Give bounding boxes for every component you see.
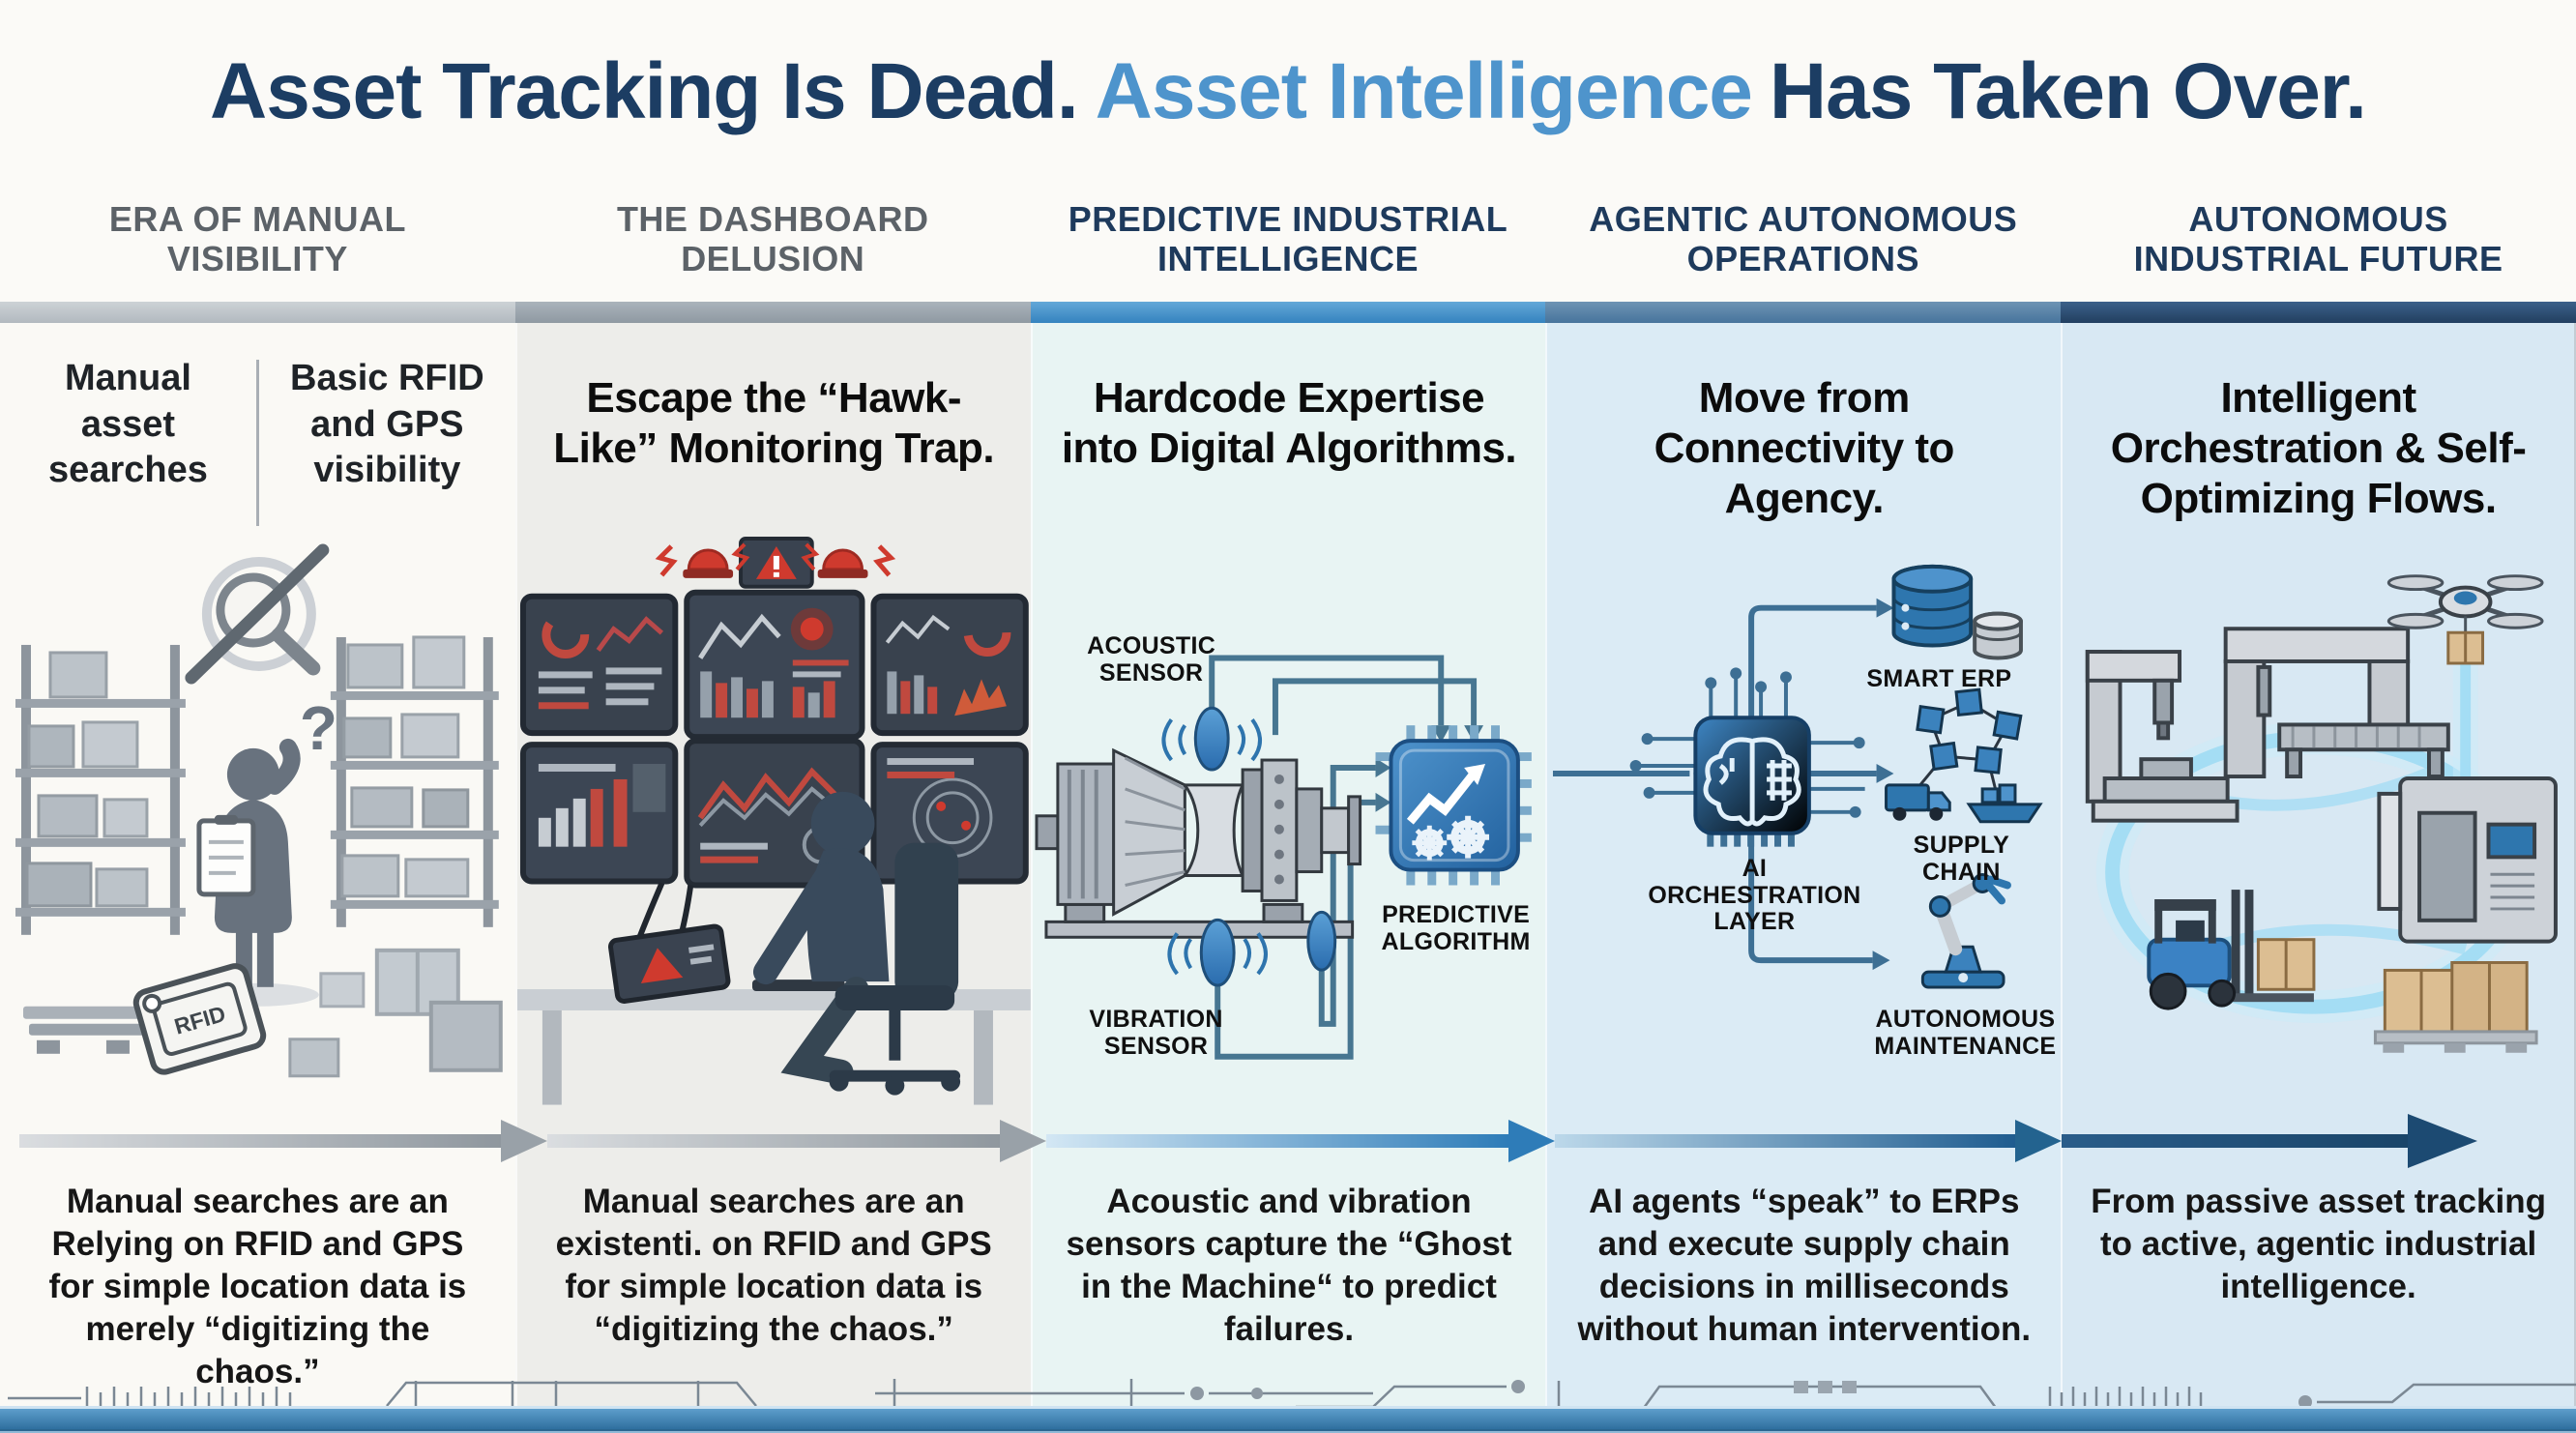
col5-headline: Intelligent Orchestration & Self-Optimiz…: [2110, 374, 2527, 522]
turbine-icon: [1035, 747, 1361, 939]
header-predictive-industrial-intelligence: PREDICTIVE INDUSTRIAL INTELLIGENCE: [1068, 199, 1508, 279]
gantry-conveyor-icon: [2223, 627, 2450, 779]
warehouse-scene: ?: [15, 543, 503, 1078]
arrow-spacer: [0, 1107, 515, 1175]
alarm-sirens-icon: [655, 537, 895, 589]
ai-chip-brain-icon: [1630, 667, 1866, 847]
stage-bar-5: [2061, 302, 2576, 323]
vibration-sensor-icon: [1167, 910, 1336, 987]
orchestration-arrows: [1553, 598, 1894, 971]
column-dashboard-delusion: Escape the “Hawk-Like” Monitoring Trap.: [514, 323, 1031, 1433]
col1-sub-left: Manual asset searches: [48, 358, 208, 490]
cnc-machine-icon: [2377, 776, 2559, 944]
truck-icon: [1885, 783, 1952, 821]
shelf-right-icon: [330, 635, 499, 927]
col4-headline: Move from Connectivity to Agency.: [1654, 374, 1955, 522]
header-era-of-manual-visibility: ERA OF MANUAL VISIBILITY: [108, 199, 406, 279]
acoustic-sensor-label: ACOUSTIC SENSOR: [1087, 632, 1216, 687]
header-dashboard-delusion: THE DASHBOARD DELUSION: [616, 199, 929, 279]
col2-description-text: Manual searches are an existenti. on RFI…: [555, 1183, 992, 1349]
vibration-sensor-label: VIBRATION SENSOR: [1089, 1006, 1223, 1060]
col3-illustration: ACOUSTIC SENSOR VIBRATION SENSOR PREDICT…: [1033, 537, 1546, 1107]
analyst-silhouette-icon: [752, 791, 960, 1096]
col4-illustration: AI ORCHESTRATION LAYER SMART ERP SUPPLY …: [1547, 537, 2061, 1107]
pallet-boxes-icon: [2374, 961, 2538, 1053]
stage-columns: Manual asset searches Basic RFID and GPS…: [0, 323, 2576, 1433]
stage-bar-3: [1030, 302, 1546, 323]
supply-chain-label: SUPPLY CHAIN: [1913, 832, 2010, 886]
dashboard-monitors-icon: [519, 589, 1029, 889]
stage-color-bar: [0, 302, 2576, 323]
control-room-scene: [516, 537, 1031, 1105]
col4-description-text: AI agents “speak” to ERPs and execute su…: [1577, 1183, 2032, 1349]
scattered-boxes-icon: [288, 948, 503, 1078]
col1-top-labels: Manual asset searches Basic RFID and GPS…: [0, 323, 515, 537]
title-part-3: Has Taken Over.: [1769, 47, 2367, 135]
autonomous-factory-scene: [2085, 574, 2559, 1053]
no-visibility-magnifier-icon: [185, 543, 330, 685]
ai-orchestration-scene: [1553, 564, 2044, 989]
smart-erp-label: SMART ERP: [1866, 665, 2012, 692]
col1-sub-right: Basic RFID and GPS visibility: [290, 358, 484, 490]
confused-worker-icon: ?: [194, 693, 337, 1007]
column-autonomous-industrial-future: Intelligent Orchestration & Self-Optimiz…: [2061, 323, 2576, 1433]
stage-bar-2: [514, 302, 1031, 323]
title-part-2: Asset Intelligence: [1095, 47, 1753, 135]
col2-description: Manual searches are an existenti. on RFI…: [517, 1175, 1031, 1373]
predictive-algorithm-label: PREDICTIVE ALGORITHM: [1381, 901, 1531, 955]
col2-headline: Escape the “Hawk-Like” Monitoring Trap.: [553, 374, 995, 472]
header-agentic-autonomous-operations: AGENTIC AUTONOMOUS OPERATIONS: [1589, 199, 2018, 279]
col5-illustration: [2063, 537, 2574, 1107]
col1-description: Manual searches are an Relying on RFID a…: [0, 1175, 515, 1391]
col1-description-text: Manual searches are an Relying on RFID a…: [48, 1183, 467, 1391]
stage-bar-4: [1545, 302, 2062, 323]
column-era-of-manual-visibility: Manual asset searches Basic RFID and GPS…: [0, 323, 515, 1433]
col3-description-text: Acoustic and vibration sensors capture t…: [1066, 1183, 1512, 1349]
header-autonomous-industrial-future: AUTONOMOUS INDUSTRIAL FUTURE: [2133, 199, 2503, 279]
robot-arm-icon: [1921, 873, 2012, 989]
col1-sub-divider: [255, 360, 259, 526]
col2-illustration: [516, 537, 1031, 1107]
svg-text:?: ?: [300, 693, 337, 763]
turbine-sensors-scene: [1035, 655, 1532, 1060]
delivery-drone-icon: [2387, 574, 2544, 665]
col3-description: Acoustic and vibration sensors capture t…: [1033, 1175, 1546, 1373]
column-agentic-autonomous-operations: Move from Connectivity to Agency.: [1545, 323, 2062, 1433]
col3-headline: Hardcode Expertise into Digital Algorith…: [1061, 374, 1517, 472]
col5-description-text: From passive asset tracking to active, a…: [2091, 1183, 2546, 1306]
supply-chain-icon: [1885, 687, 2044, 824]
stage-bar-1: [0, 302, 515, 323]
smart-erp-icon: [1891, 564, 2024, 660]
rfid-tag-icon: RFID: [22, 963, 267, 1075]
ai-orchestration-layer-label: AI ORCHESTRATION LAYER: [1648, 855, 1861, 935]
column-predictive-industrial-intelligence: Hardcode Expertise into Digital Algorith…: [1030, 323, 1546, 1433]
cargo-ship-icon: [1966, 783, 2044, 824]
col1-illustration: ?: [0, 537, 515, 1107]
col4-description: AI agents “speak” to ERPs and execute su…: [1547, 1175, 2061, 1373]
column-headers: ERA OF MANUAL VISIBILITY THE DASHBOARD D…: [0, 184, 2576, 302]
page-title: Asset Tracking Is Dead. Asset Intelligen…: [0, 0, 2576, 184]
predictive-algorithm-chip-icon: [1375, 725, 1532, 886]
acoustic-sensor-icon: [1161, 706, 1262, 772]
forklift-icon: [2147, 890, 2316, 1010]
autonomous-maintenance-label: AUTONOMOUS MAINTENANCE: [1874, 1006, 2057, 1060]
press-machine-icon: [2085, 650, 2239, 823]
title-part-1: Asset Tracking Is Dead.: [210, 47, 1079, 135]
shelf-left-icon: [15, 644, 186, 935]
col5-description: From passive asset tracking to active, a…: [2063, 1175, 2574, 1373]
